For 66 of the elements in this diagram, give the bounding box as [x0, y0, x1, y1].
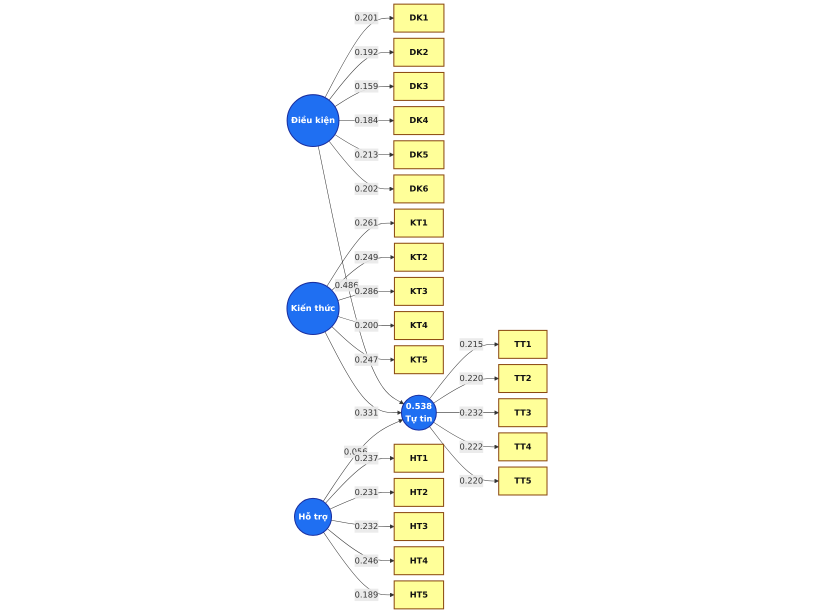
arrow [326, 220, 395, 287]
node-box: KT1 [394, 208, 444, 238]
node-box: TT3 [498, 398, 548, 428]
arrow [318, 146, 404, 404]
node-box: KT5 [394, 345, 444, 374]
arrow [433, 422, 499, 450]
node-box: DK2 [393, 38, 444, 67]
node-box: DK5 [393, 140, 444, 170]
arrow [429, 426, 499, 484]
arrow [433, 376, 499, 404]
edge-label: 0.246 [354, 556, 378, 566]
edge-label: 0.232 [354, 521, 378, 532]
edge-label: 0.200 [354, 320, 378, 330]
node-box: DK3 [393, 72, 444, 101]
edge-label: 0.286 [354, 286, 378, 296]
arrow [323, 532, 394, 598]
edge-label: 0.222 [459, 442, 484, 452]
arrow [334, 84, 394, 107]
edge-label: 0.202 [354, 184, 378, 194]
node-circle: 0.538 Tự tin [400, 394, 437, 431]
arrow [324, 16, 394, 98]
edge-label: 0.220 [459, 476, 484, 486]
node-box: HT3 [394, 512, 444, 542]
edge-label: 0.213 [354, 150, 378, 160]
arrow [332, 254, 395, 291]
arrow [325, 456, 394, 504]
edge-label: 0.261 [354, 218, 378, 228]
node-circle: Hỗ trợ [294, 498, 332, 536]
node-box: HT5 [394, 580, 444, 610]
arrow [328, 140, 394, 192]
node-box: KT3 [394, 276, 444, 306]
arrow [327, 528, 394, 563]
arrow [330, 490, 394, 510]
edge-label: 0.189 [354, 590, 378, 600]
node-box: TT4 [498, 432, 548, 462]
node-box: DK1 [393, 4, 444, 33]
node-circle: Điều kiện [286, 94, 340, 148]
arrow [324, 331, 402, 415]
edge-label: 0.249 [354, 252, 378, 262]
node-box: HT1 [394, 444, 444, 473]
edge-label: 0.231 [354, 487, 378, 498]
edge-label: 0.247 [354, 354, 378, 364]
node-box: DK4 [393, 106, 444, 136]
edge-label: 0.215 [459, 339, 484, 350]
edge-label: 0.486 [334, 280, 358, 290]
edge-label: 0.192 [354, 47, 378, 57]
node-box: KT2 [394, 242, 444, 272]
edge-label: 0.201 [354, 12, 378, 23]
node-box: HT2 [394, 478, 444, 507]
node-box: TT2 [498, 364, 548, 394]
edge-label: 0.331 [354, 408, 378, 418]
edge-label: 0.159 [354, 81, 378, 92]
edge-label: 0.237 [354, 453, 378, 463]
node-box: HT4 [394, 546, 444, 576]
edge-label: 0.232 [459, 408, 484, 418]
arrow [328, 50, 394, 100]
edge-label: 0.184 [354, 115, 378, 126]
arrow [322, 419, 404, 502]
arrow [429, 342, 499, 400]
node-box: TT1 [498, 330, 548, 359]
node-box: KT4 [394, 311, 444, 340]
node-box: TT5 [498, 466, 548, 496]
edge-label: 0.220 [459, 373, 484, 384]
arrow [334, 134, 394, 158]
node-box: DK6 [393, 174, 444, 204]
arrow [332, 326, 395, 362]
